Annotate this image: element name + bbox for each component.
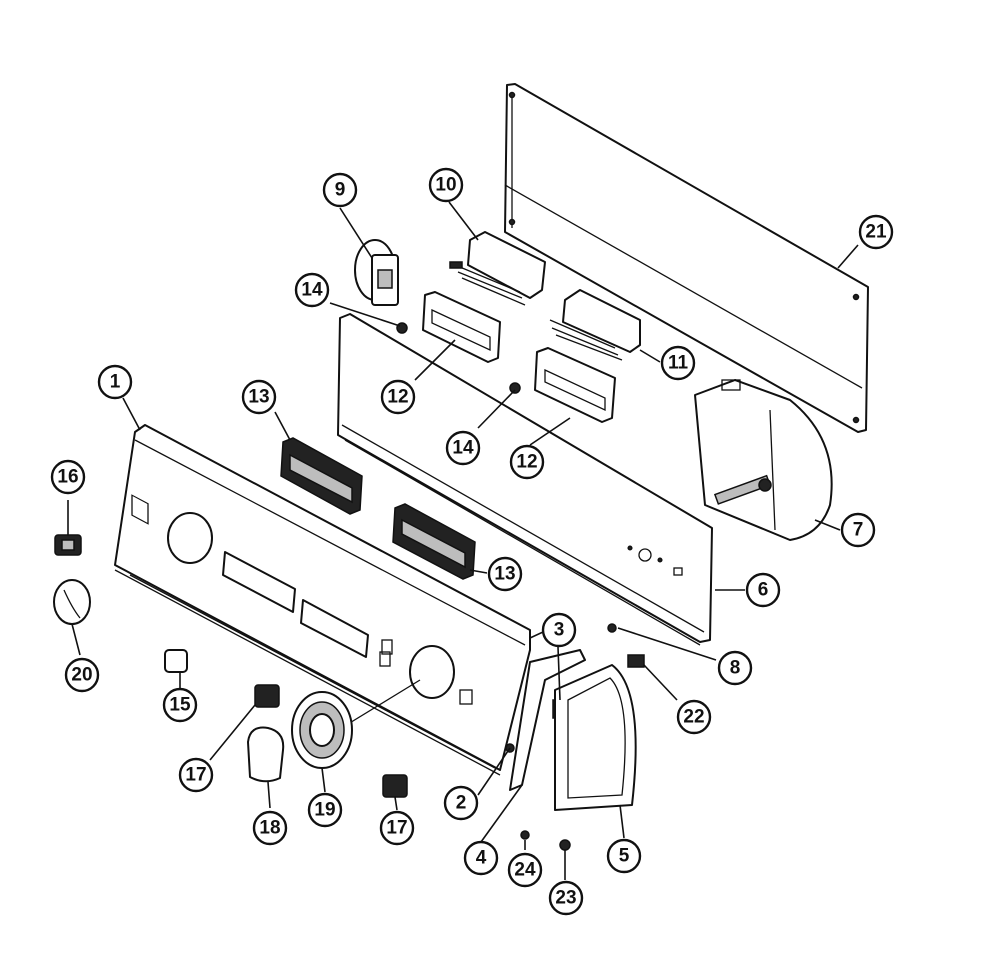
- part-5-end-cap: [554, 664, 637, 811]
- callout-label: 6: [758, 580, 769, 601]
- part-17-switch-upper: [254, 684, 280, 708]
- callout-label: 12: [387, 387, 408, 408]
- part-19-ring-knob: [291, 691, 353, 769]
- part-16-switch: [54, 534, 82, 556]
- callout-21: 21: [858, 214, 894, 250]
- callout-12b: 12: [509, 444, 545, 480]
- callout-label: 19: [314, 800, 335, 821]
- part-9-selector: [354, 239, 399, 306]
- callout-8: 8: [717, 650, 753, 686]
- callout-label: 13: [248, 387, 269, 408]
- callout-label: 12: [516, 452, 537, 473]
- callout-label: 7: [853, 520, 864, 541]
- part-4-end-trim: [509, 649, 586, 791]
- part-14-screw-upper: [396, 322, 408, 334]
- callout-7: 7: [840, 512, 876, 548]
- callout-12a: 12: [380, 379, 416, 415]
- callout-18: 18: [252, 810, 288, 846]
- callout-23: 23: [548, 880, 584, 916]
- part-12-bracket-upper: [422, 291, 501, 363]
- callout-label: 9: [335, 180, 346, 201]
- callout-20: 20: [64, 657, 100, 693]
- part-1-console-panel: [114, 424, 531, 776]
- part-14-screw-lower: [509, 382, 521, 394]
- callout-label: 11: [668, 353, 689, 374]
- callout-11: 11: [660, 345, 696, 381]
- callout-2: 2: [443, 785, 479, 821]
- callout-1: 1: [97, 364, 133, 400]
- part-21-rear-panel: [504, 83, 869, 433]
- callout-24: 24: [507, 852, 543, 888]
- callout-label: 20: [71, 665, 92, 686]
- callout-15: 15: [162, 687, 198, 723]
- part-18-knob: [247, 726, 285, 783]
- part-10-switch: [449, 231, 546, 306]
- part-17-switch-lower: [382, 774, 408, 798]
- part-12-bracket-lower: [534, 347, 616, 423]
- callout-5: 5: [606, 838, 642, 874]
- callout-6: 6: [745, 572, 781, 608]
- callout-14b: 14: [445, 430, 481, 466]
- callout-13a: 13: [241, 379, 277, 415]
- callout-label: 4: [476, 848, 487, 869]
- part-13-window-left: [280, 437, 363, 515]
- callout-label: 8: [730, 658, 741, 679]
- callout-3: 3: [541, 612, 577, 648]
- callout-17a: 17: [178, 757, 214, 793]
- callout-label: 3: [554, 620, 565, 641]
- callout-label: 14: [452, 438, 474, 459]
- callout-14a: 14: [294, 272, 330, 308]
- part-15-knob: [164, 649, 188, 673]
- callout-9: 9: [322, 172, 358, 208]
- callout-4: 4: [463, 840, 499, 876]
- callout-19: 19: [307, 792, 343, 828]
- part-23-screw: [559, 839, 571, 851]
- leader-lines: [67, 201, 859, 880]
- callout-label: 1: [110, 372, 121, 393]
- callout-label: 13: [494, 564, 515, 585]
- callout-16: 16: [50, 459, 86, 495]
- part-20-knob: [53, 579, 91, 625]
- callout-label: 17: [386, 818, 407, 839]
- callout-label: 17: [185, 765, 206, 786]
- part-7-timer: [694, 379, 833, 541]
- part-8-screw: [607, 623, 617, 633]
- callout-label: 16: [57, 467, 78, 488]
- callout-label: 14: [301, 280, 323, 301]
- callout-label: 22: [683, 707, 704, 728]
- callout-17b: 17: [379, 810, 415, 846]
- callout-label: 15: [169, 695, 191, 716]
- callout-label: 23: [555, 888, 576, 909]
- part-11-switch: [549, 289, 641, 361]
- part-24-screw: [520, 830, 530, 840]
- callout-label: 21: [865, 222, 887, 243]
- callout-label: 18: [259, 818, 280, 839]
- callout-label: 10: [435, 175, 456, 196]
- callout-10: 10: [428, 167, 464, 203]
- part-22-clip: [627, 654, 645, 668]
- callout-22: 22: [676, 699, 712, 735]
- callout-label: 2: [456, 793, 467, 814]
- callout-13b: 13: [487, 556, 523, 592]
- part-13-window-right: [392, 503, 476, 580]
- callout-label: 24: [514, 860, 536, 881]
- callout-label: 5: [619, 846, 630, 867]
